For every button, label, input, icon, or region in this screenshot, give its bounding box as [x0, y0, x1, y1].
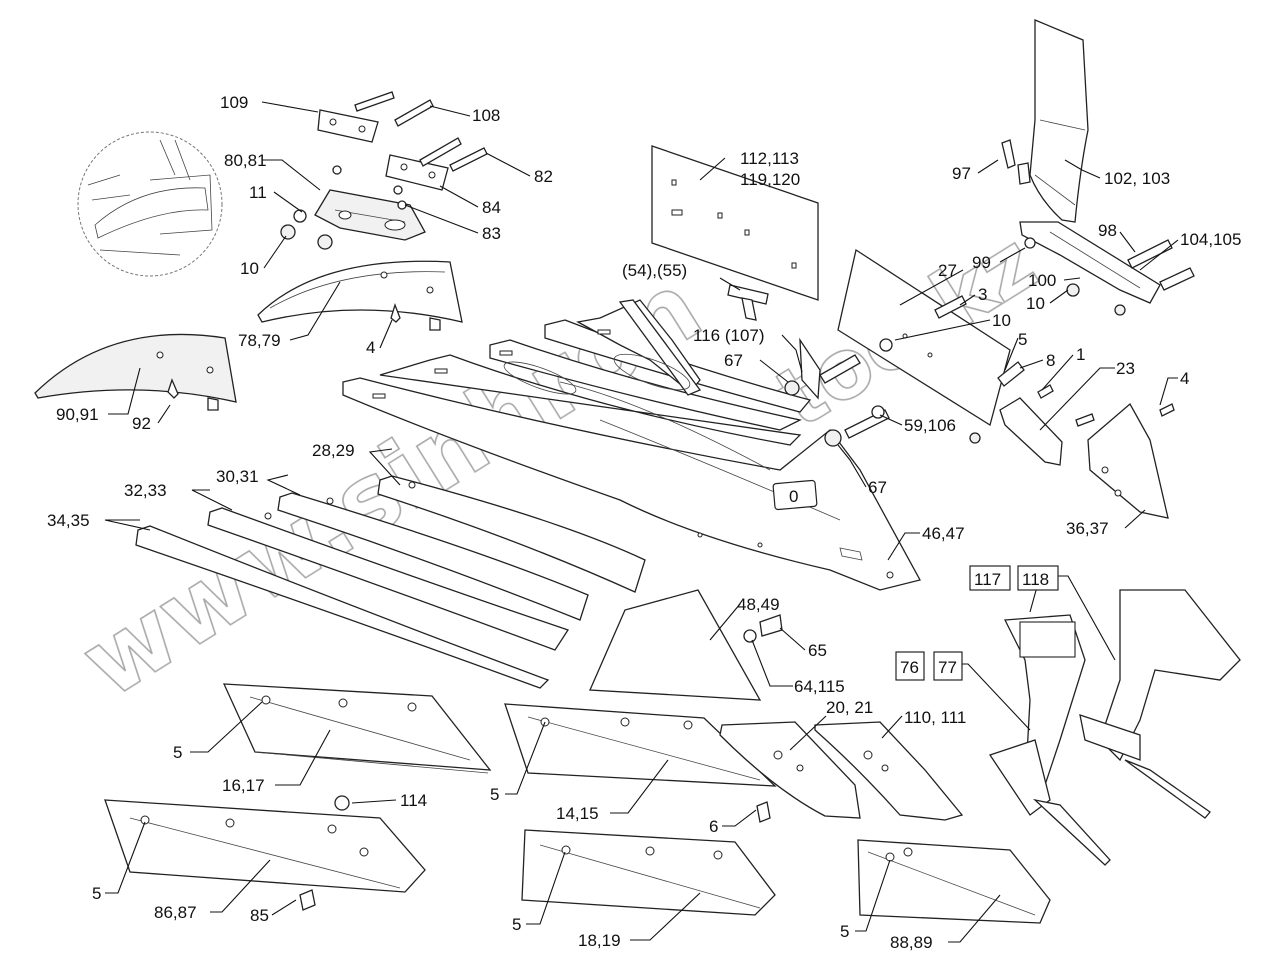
label-5-share86: 5 — [92, 884, 101, 903]
part-48-49 — [589, 589, 783, 701]
label-10-left: 10 — [240, 259, 259, 278]
label-119-120: 119,120 — [740, 170, 800, 189]
label-90-91: 90,91 — [56, 405, 99, 424]
label-20-21: 20, 21 — [826, 698, 873, 717]
label-54-55: (54),(55) — [622, 261, 687, 280]
label-77: 77 — [938, 658, 957, 677]
part-78-79 — [257, 260, 463, 331]
label-117: 117 — [974, 570, 1001, 589]
label-10-right: 10 — [1026, 294, 1045, 313]
part-20-21 — [719, 721, 861, 819]
part-54-55-tbolt — [727, 284, 769, 321]
label-5-share88: 5 — [840, 922, 849, 941]
label-98: 98 — [1098, 221, 1117, 240]
label-78-79: 78,79 — [238, 331, 281, 350]
label-67-bottom: 67 — [868, 478, 887, 497]
label-46-47: 46,47 — [922, 524, 965, 543]
label-48-49: 48,49 — [737, 595, 780, 614]
label-109: 109 — [220, 93, 248, 112]
label-86-87: 86,87 — [154, 903, 197, 922]
label-92: 92 — [132, 414, 151, 433]
label-114: 114 — [400, 791, 427, 810]
label-102-103: 102, 103 — [1104, 169, 1170, 188]
part-90-91 — [34, 333, 237, 411]
bolt-plate-assembly — [280, 91, 488, 250]
label-14-15: 14,15 — [556, 804, 599, 823]
label-6: 6 — [709, 817, 718, 836]
label-65: 65 — [808, 641, 827, 660]
label-16-17: 16,17 — [222, 776, 265, 795]
label-5-share16: 5 — [173, 743, 182, 762]
label-108: 108 — [472, 106, 500, 125]
label-100: 100 — [1028, 271, 1056, 290]
label-8: 8 — [1046, 351, 1055, 370]
share-86-87 — [104, 795, 771, 911]
label-23: 23 — [1116, 359, 1135, 378]
share-16-17 — [222, 683, 492, 774]
part-23 — [999, 397, 1063, 466]
label-110-111: 110, 111 — [904, 708, 966, 727]
bracket-104-105 — [1001, 139, 1195, 316]
part-36-37 — [1087, 402, 1169, 519]
share-14-15 — [504, 703, 777, 787]
label-88-89: 88,89 — [890, 933, 933, 952]
label-30-31: 30,31 — [216, 467, 259, 486]
detail-inset-circle — [77, 131, 223, 277]
callout-labels: 109 108 80,81 82 11 84 83 10 78,79 4 90,… — [47, 93, 1241, 952]
frame-plate-marking: 0 — [789, 487, 798, 506]
label-36-37: 36,37 — [1066, 519, 1109, 538]
label-10-center: 10 — [992, 311, 1011, 330]
label-64-115: 64,115 — [794, 677, 845, 696]
part-102-103 — [1029, 19, 1089, 223]
label-11: 11 — [249, 183, 267, 202]
label-67-top: 67 — [724, 351, 743, 370]
share-88-89 — [857, 839, 1051, 924]
label-28-29: 28,29 — [312, 441, 355, 460]
legs-76-77-117-118 — [988, 589, 1241, 866]
label-97: 97 — [952, 164, 971, 183]
label-99: 99 — [972, 253, 991, 272]
label-3: 3 — [978, 285, 987, 304]
label-34-35: 34,35 — [47, 511, 90, 530]
small-bolts-right — [879, 295, 1175, 444]
label-4-right: 4 — [1180, 369, 1189, 388]
label-116-107: 116 (107) — [693, 326, 765, 345]
label-76: 76 — [900, 658, 919, 677]
label-4-left: 4 — [366, 338, 375, 357]
label-85: 85 — [250, 906, 269, 925]
label-82: 82 — [534, 167, 553, 186]
strips-28-35 — [135, 475, 646, 689]
label-5-share14: 5 — [490, 785, 499, 804]
label-5-share18: 5 — [512, 915, 521, 934]
part-112-113-plate — [651, 145, 819, 301]
label-118: 118 — [1022, 570, 1049, 589]
label-83: 83 — [482, 224, 501, 243]
part-110-111 — [814, 721, 964, 821]
label-1: 1 — [1076, 345, 1085, 364]
part-27-plate — [837, 248, 1011, 427]
label-18-19: 18,19 — [578, 931, 621, 950]
label-59-106: 59,106 — [904, 416, 956, 435]
label-112-113: 112,113 — [740, 149, 799, 168]
main-frame-46-47: 0 — [342, 299, 921, 591]
label-32-33: 32,33 — [124, 481, 167, 500]
label-5-top: 5 — [1018, 330, 1027, 349]
bolts-67-59 — [784, 337, 890, 447]
leader-lines — [104, 101, 1179, 943]
label-84: 84 — [482, 198, 501, 217]
label-27: 27 — [938, 261, 957, 280]
label-80-81: 80,81 — [224, 151, 267, 170]
label-104-105: 104,105 — [1180, 230, 1241, 249]
share-18-19 — [521, 829, 776, 916]
